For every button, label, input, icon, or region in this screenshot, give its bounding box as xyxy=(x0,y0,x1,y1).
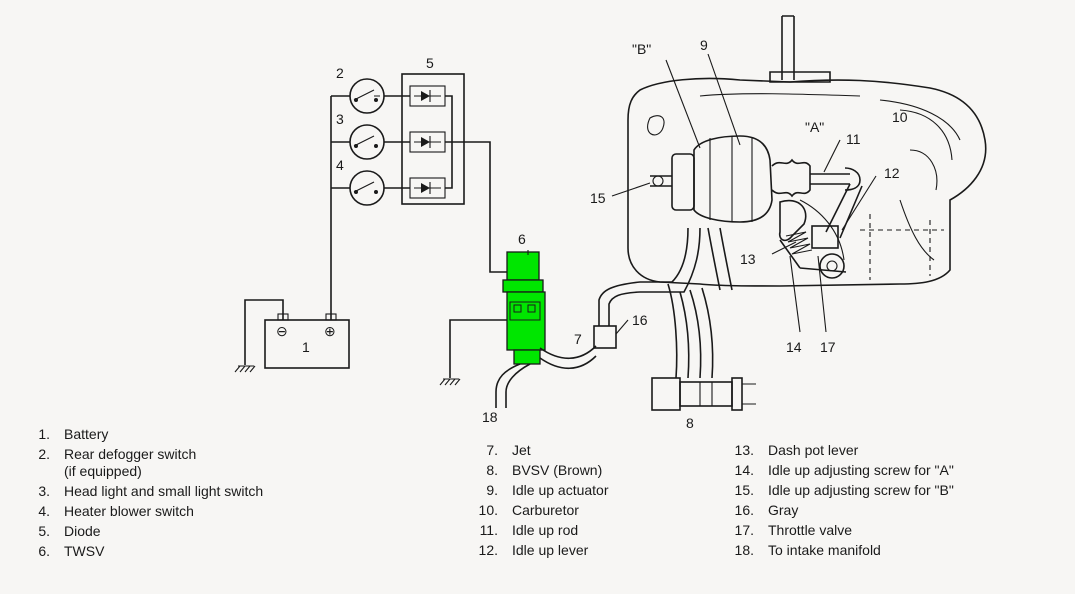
legend-item: 4.Heater blower switch xyxy=(38,503,194,519)
legend-column-2: 7.Jet 8.BVSV (Brown) 9.Idle up actuator … xyxy=(470,440,720,560)
bvsv-valve xyxy=(651,377,756,411)
legend-item: 9.Idle up actuator xyxy=(486,482,609,498)
legend-item: 16.Gray xyxy=(734,502,799,518)
legend-column-1: 1.Battery 2.Rear defogger switch (if equ… xyxy=(22,424,402,561)
legend-item: 13.Dash pot lever xyxy=(734,442,859,458)
legend-item: 3.Head light and small light switch xyxy=(38,483,264,499)
battery-plus-label: ⊕ xyxy=(324,323,336,339)
legend-column-3: 13.Dash pot lever 14.Idle up adjusting s… xyxy=(726,440,1066,560)
callout-4: 4 xyxy=(336,157,344,173)
leader-lines xyxy=(527,53,877,335)
legend-item: 14.Idle up adjusting screw for "A" xyxy=(734,462,954,478)
switch-2 xyxy=(349,78,385,114)
legend-item: 12.Idle up lever xyxy=(478,542,589,558)
callout-6: 6 xyxy=(518,231,526,247)
callout-15: 15 xyxy=(590,190,606,206)
callout-7: 7 xyxy=(574,331,582,347)
callout-b: "B" xyxy=(632,41,651,57)
callout-2: 2 xyxy=(336,65,344,81)
legend-item: 18.To intake manifold xyxy=(734,542,881,558)
callout-14: 14 xyxy=(786,339,802,355)
callout-3: 3 xyxy=(336,111,344,127)
callout-8: 8 xyxy=(686,415,694,431)
callout-18: 18 xyxy=(482,409,498,425)
battery-minus-label: ⊖ xyxy=(276,323,288,339)
idle-up-lever xyxy=(778,183,863,279)
callout-12: 12 xyxy=(884,165,900,181)
legend-item: 1.Battery xyxy=(38,426,109,442)
callout-9: 9 xyxy=(700,37,708,53)
carburetor xyxy=(627,15,987,287)
callout-a: "A" xyxy=(805,119,824,135)
legend-item-sub: (if equipped) xyxy=(64,463,142,479)
twsv-valve xyxy=(502,251,546,365)
legend-item: 11.Idle up rod xyxy=(479,522,579,538)
legend-item: 15.Idle up adjusting screw for "B" xyxy=(734,482,954,498)
diode-box xyxy=(401,73,465,205)
idle-up-actuator xyxy=(650,135,861,223)
callout-5: 5 xyxy=(426,55,434,71)
legend-item: 2.Rear defogger switch xyxy=(38,446,197,462)
callout-11: 11 xyxy=(846,131,861,147)
legend-item: 7.Jet xyxy=(486,442,531,458)
callout-16: 16 xyxy=(632,312,648,328)
ground-symbols xyxy=(234,365,461,386)
legend-item: 8.BVSV (Brown) xyxy=(486,462,603,478)
switch-3 xyxy=(349,124,385,160)
callout-10: 10 xyxy=(892,109,908,125)
legend-item: 6.TWSV xyxy=(38,543,105,559)
legend-item: 10.Carburetor xyxy=(478,502,579,518)
legend-item: 17.Throttle valve xyxy=(734,522,853,538)
switch-4 xyxy=(349,170,385,206)
battery xyxy=(264,313,350,369)
switch-wiring xyxy=(244,95,510,378)
legend-item: 5.Diode xyxy=(38,523,101,539)
callout-15-17: 17 xyxy=(820,339,836,355)
callout-13: 13 xyxy=(740,251,756,267)
callout-1: 1 xyxy=(302,339,310,355)
